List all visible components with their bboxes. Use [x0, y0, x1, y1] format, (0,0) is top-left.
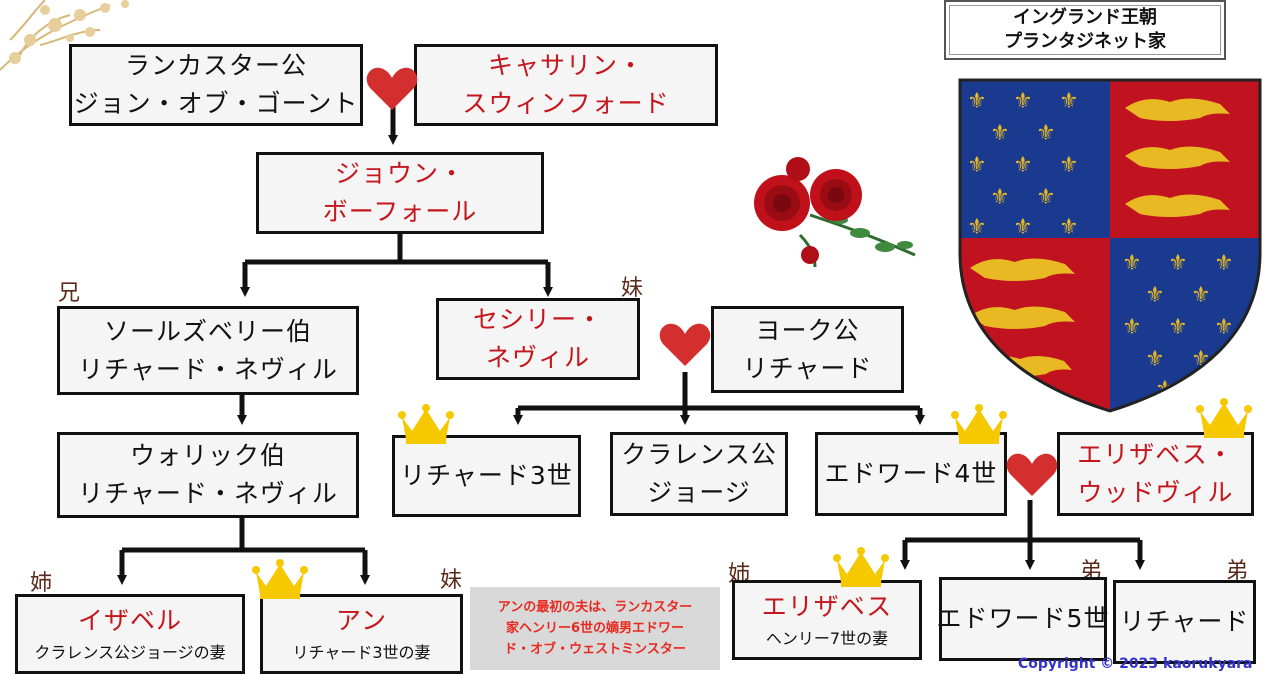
title-banner: イングランド王朝 プランタジネット家 — [944, 0, 1226, 60]
svg-text:⚜: ⚜ — [967, 215, 987, 240]
person-earl-of-warwick: ウォリック伯 リチャード・ネヴィル — [57, 432, 359, 518]
person-richard-iii: リチャード3世 — [392, 435, 581, 517]
person-isabel-neville: イザベル クラレンス公ジョージの妻 — [15, 594, 245, 674]
note-line-1: アンの最初の夫は、ランカスター — [497, 600, 693, 615]
svg-text:⚜: ⚜ — [990, 121, 1010, 146]
svg-text:⚜: ⚜ — [1013, 215, 1033, 240]
svg-text:⚜: ⚜ — [1059, 215, 1079, 240]
roses-decoration — [754, 157, 916, 268]
relation-label: 弟 — [1226, 559, 1249, 584]
title-line-1: イングランド王朝 — [1013, 7, 1157, 28]
svg-text:⚜: ⚜ — [1191, 283, 1211, 308]
svg-text:⚜: ⚜ — [1168, 251, 1188, 276]
person-anne-neville: アン リチャード3世の妻 — [260, 594, 463, 674]
heart-icon — [1006, 453, 1058, 496]
foliage-decoration — [0, 0, 129, 71]
relation-label: 妹 — [440, 568, 463, 593]
svg-text:⚜: ⚜ — [1145, 283, 1165, 308]
coat-of-arms-shield: ⚜⚜⚜ ⚜⚜ ⚜⚜⚜ ⚜⚜ ⚜⚜⚜ ⚜⚜⚜ ⚜⚜ ⚜⚜⚜ ⚜⚜ ⚜ — [958, 78, 1262, 413]
person-katherine-swynford: キャサリン・ スウィンフォード — [414, 44, 718, 126]
person-elizabeth-woodville: エリザベス・ ウッドヴィル — [1057, 432, 1254, 516]
person-cecily-neville: セシリー・ ネヴィル — [436, 298, 640, 380]
person-richard-of-shrewsbury: リチャード — [1113, 580, 1256, 664]
note-line-3: ド・オブ・ウェストミンスター — [504, 642, 686, 657]
crown-icon — [951, 404, 1007, 444]
svg-text:⚜: ⚜ — [1214, 315, 1234, 340]
relation-label: 兄 — [58, 281, 81, 306]
crown-icon — [398, 404, 454, 444]
svg-text:⚜: ⚜ — [1059, 89, 1079, 114]
svg-text:⚜: ⚜ — [967, 89, 987, 114]
person-elizabeth-of-york: エリザベス ヘンリー7世の妻 — [732, 580, 922, 660]
svg-text:⚜: ⚜ — [1013, 89, 1033, 114]
crown-icon — [1196, 398, 1252, 438]
person-joan-beaufort: ジョウン・ ボーフォール — [256, 152, 544, 234]
svg-text:⚜: ⚜ — [1036, 121, 1056, 146]
person-edward-iv: エドワード4世 — [815, 432, 1007, 516]
note-line-2: 家ヘンリー6世の嫡男エドワー — [505, 621, 685, 636]
svg-text:⚜: ⚜ — [1122, 315, 1142, 340]
person-john-of-gaunt: ランカスター公 ジョン・オブ・ゴーント — [69, 44, 363, 126]
person-earl-of-salisbury: ソールズベリー伯 リチャード・ネヴィル — [57, 306, 359, 395]
svg-text:⚜: ⚜ — [1145, 347, 1165, 372]
copyright-text: Copyright © 2023 kaorukyara — [1018, 656, 1253, 672]
relation-label: 姉 — [30, 571, 53, 596]
person-edward-v: エドワード5世 — [937, 577, 1108, 661]
person-richard-of-york: ヨーク公 リチャード — [711, 306, 904, 393]
crown-icon — [252, 559, 308, 599]
title-line-2: プランタジネット家 — [1004, 31, 1166, 52]
svg-text:⚜: ⚜ — [990, 185, 1010, 210]
heart-icon — [659, 323, 711, 366]
svg-text:⚜: ⚜ — [1168, 315, 1188, 340]
svg-text:⚜: ⚜ — [1059, 153, 1079, 178]
svg-text:⚜: ⚜ — [1013, 153, 1033, 178]
person-george-duke-of-clarence: クラレンス公 ジョージ — [610, 432, 788, 516]
svg-text:⚜: ⚜ — [1122, 251, 1142, 276]
svg-text:⚜: ⚜ — [1036, 185, 1056, 210]
svg-text:⚜: ⚜ — [1214, 251, 1234, 276]
crown-icon — [833, 547, 889, 587]
svg-text:⚜: ⚜ — [967, 153, 987, 178]
heart-icon — [366, 67, 418, 110]
relation-label: 妹 — [621, 276, 644, 301]
note-box: アンの最初の夫は、ランカスター 家ヘンリー6世の嫡男エドワー ド・オブ・ウェスト… — [470, 587, 720, 670]
